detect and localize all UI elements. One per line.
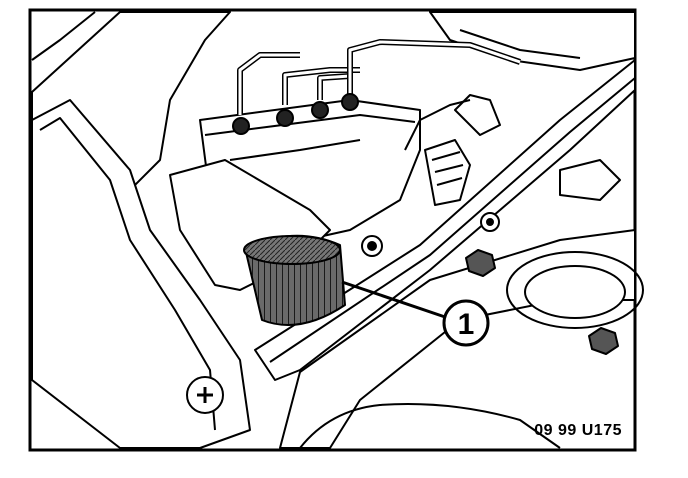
strut-beam	[254, 59, 636, 381]
brake-line-4-inner	[348, 40, 521, 95]
strut-tower-inner	[524, 265, 626, 319]
pump-motor	[243, 234, 346, 326]
panel-edge	[31, 11, 96, 61]
screw-slot	[197, 387, 213, 403]
line-fitting-4	[341, 93, 359, 111]
brake-line-2-inner	[283, 68, 360, 105]
callout-circle	[442, 299, 490, 347]
motor-mount-bolt-center	[367, 241, 377, 251]
wire-harness	[404, 99, 471, 151]
bleeder-fitting	[454, 94, 501, 136]
line-fitting-3	[311, 101, 329, 119]
cowl-crease	[459, 29, 581, 59]
line-fitting-2	[276, 109, 294, 127]
side-bracket	[559, 159, 621, 201]
bulkhead-crease	[39, 117, 216, 431]
brake-line-3-inner	[318, 74, 351, 100]
drawing-body	[31, 11, 644, 449]
mount-nut-2	[588, 327, 619, 355]
brake-line-1-inner	[238, 53, 300, 115]
line-fitting-1	[232, 117, 250, 135]
cowl-panel	[429, 11, 636, 71]
figure-code: 09 99 U175	[534, 422, 622, 439]
callout-number: 1	[458, 308, 475, 341]
bulkhead-panel	[31, 99, 251, 449]
strut-beam-edge	[269, 77, 636, 363]
mount-nut-1	[465, 249, 496, 277]
hydraulic-unit-top-edge	[204, 114, 416, 136]
mount-nut-3	[480, 212, 500, 232]
hydraulic-unit-mid-edge	[229, 139, 361, 161]
connector-ribs	[431, 151, 464, 186]
electrical-connector	[424, 139, 471, 206]
lower-hose	[299, 403, 561, 449]
strut-tower-outer	[506, 251, 644, 329]
callout-leader-line	[341, 280, 449, 320]
